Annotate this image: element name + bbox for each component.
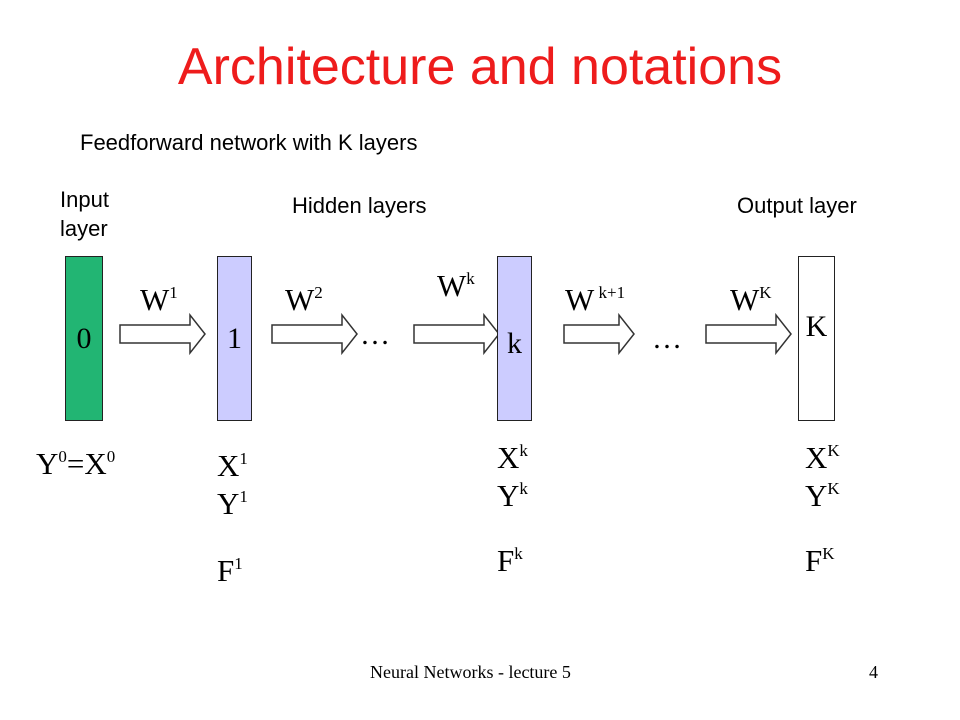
layer-0-box: 0 bbox=[65, 256, 103, 421]
layer-K-f: FK bbox=[805, 543, 835, 578]
layer-K-label: K bbox=[805, 310, 828, 343]
layer-0-label: 0 bbox=[76, 321, 92, 355]
input-layer-label: Input layer bbox=[60, 187, 109, 241]
weight-wk1: W k+1 bbox=[565, 282, 626, 317]
slide-title: Architecture and notations bbox=[177, 38, 783, 96]
footer-lecture: Neural Networks - lecture 5 bbox=[370, 662, 571, 682]
weight-w2: W2 bbox=[285, 282, 323, 317]
layer-1-y: Y1 bbox=[217, 486, 248, 521]
arrow-dots-K bbox=[705, 312, 792, 356]
layer-k-f: Fk bbox=[497, 543, 523, 578]
layer-1-x: X1 bbox=[217, 448, 248, 483]
layer-1-f: F1 bbox=[217, 553, 243, 588]
layer-k-label: k bbox=[507, 326, 522, 360]
output-layer-label: Output layer bbox=[737, 193, 857, 218]
footer-page-number: 4 bbox=[869, 662, 878, 682]
weight-w1: W1 bbox=[140, 282, 178, 317]
layer-K-box: K bbox=[798, 256, 835, 421]
layer-1-box: 1 bbox=[217, 256, 252, 421]
arrow-0-1 bbox=[119, 312, 206, 356]
input-equation: Y0=X0 bbox=[36, 446, 116, 481]
layer-K-y: YK bbox=[805, 478, 840, 513]
slide-subtitle: Feedforward network with K layers bbox=[80, 130, 418, 155]
layer-k-x: Xk bbox=[497, 440, 528, 475]
ellipsis-hidden-1: … bbox=[360, 318, 390, 351]
ellipsis-hidden-2: … bbox=[652, 322, 682, 355]
arrow-k-dots bbox=[563, 312, 635, 356]
weight-wk: Wk bbox=[437, 268, 475, 303]
layer-k-box: k bbox=[497, 256, 532, 421]
hidden-layers-label: Hidden layers bbox=[292, 193, 427, 218]
layer-1-label: 1 bbox=[227, 321, 242, 355]
weight-wK: WK bbox=[730, 282, 772, 317]
arrow-dots-k bbox=[413, 312, 500, 356]
layer-K-x: XK bbox=[805, 440, 840, 475]
arrow-1-dots bbox=[271, 312, 358, 356]
layer-k-y: Yk bbox=[497, 478, 528, 513]
